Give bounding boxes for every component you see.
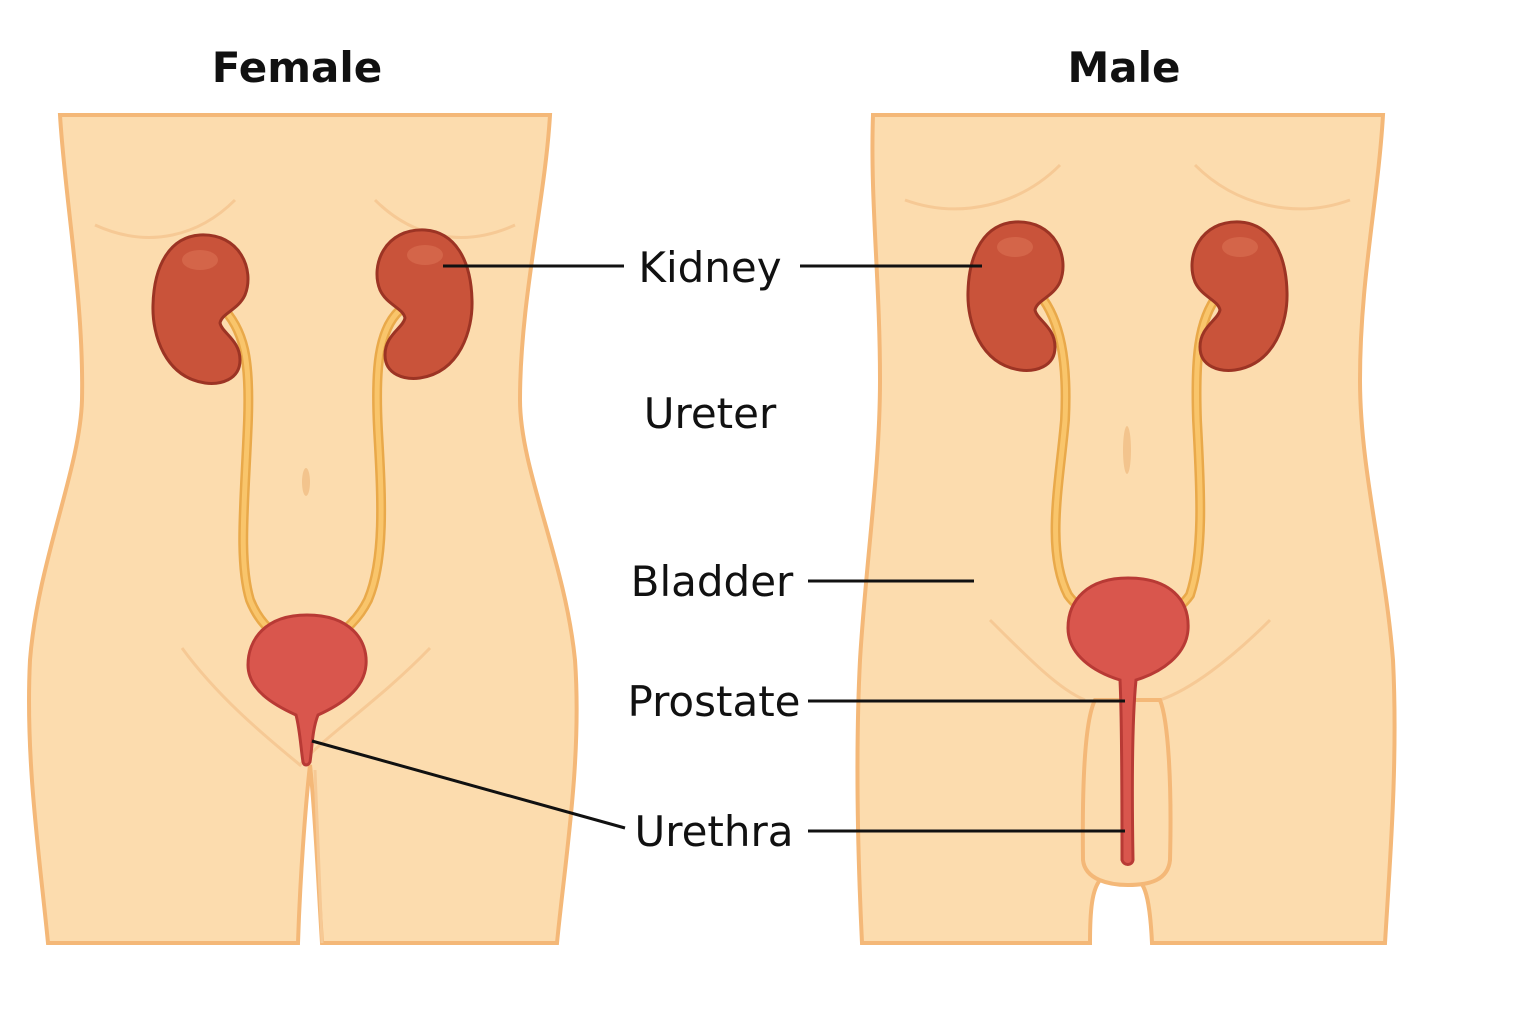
label-kidney: Kidney bbox=[638, 243, 781, 292]
urethra-leader-female bbox=[311, 739, 626, 830]
female-title: Female bbox=[212, 43, 382, 92]
male-kidney-right bbox=[1190, 220, 1289, 372]
male-urinary-organs bbox=[966, 220, 1289, 866]
male-title: Male bbox=[1067, 43, 1180, 92]
female-body bbox=[27, 113, 579, 945]
navel-icon bbox=[302, 468, 310, 496]
female-urinary-organs bbox=[151, 228, 474, 767]
navel-icon bbox=[1123, 426, 1131, 474]
male-kidney-left bbox=[966, 220, 1065, 372]
male-bladder-urethra bbox=[1066, 576, 1190, 866]
female-kidney-left bbox=[151, 233, 250, 385]
female-bladder bbox=[246, 613, 368, 767]
label-bladder: Bladder bbox=[631, 557, 794, 606]
label-ureter: Ureter bbox=[644, 389, 777, 438]
label-urethra: Urethra bbox=[634, 807, 793, 856]
female-kidney-right bbox=[375, 228, 474, 380]
label-prostate: Prostate bbox=[627, 677, 800, 726]
